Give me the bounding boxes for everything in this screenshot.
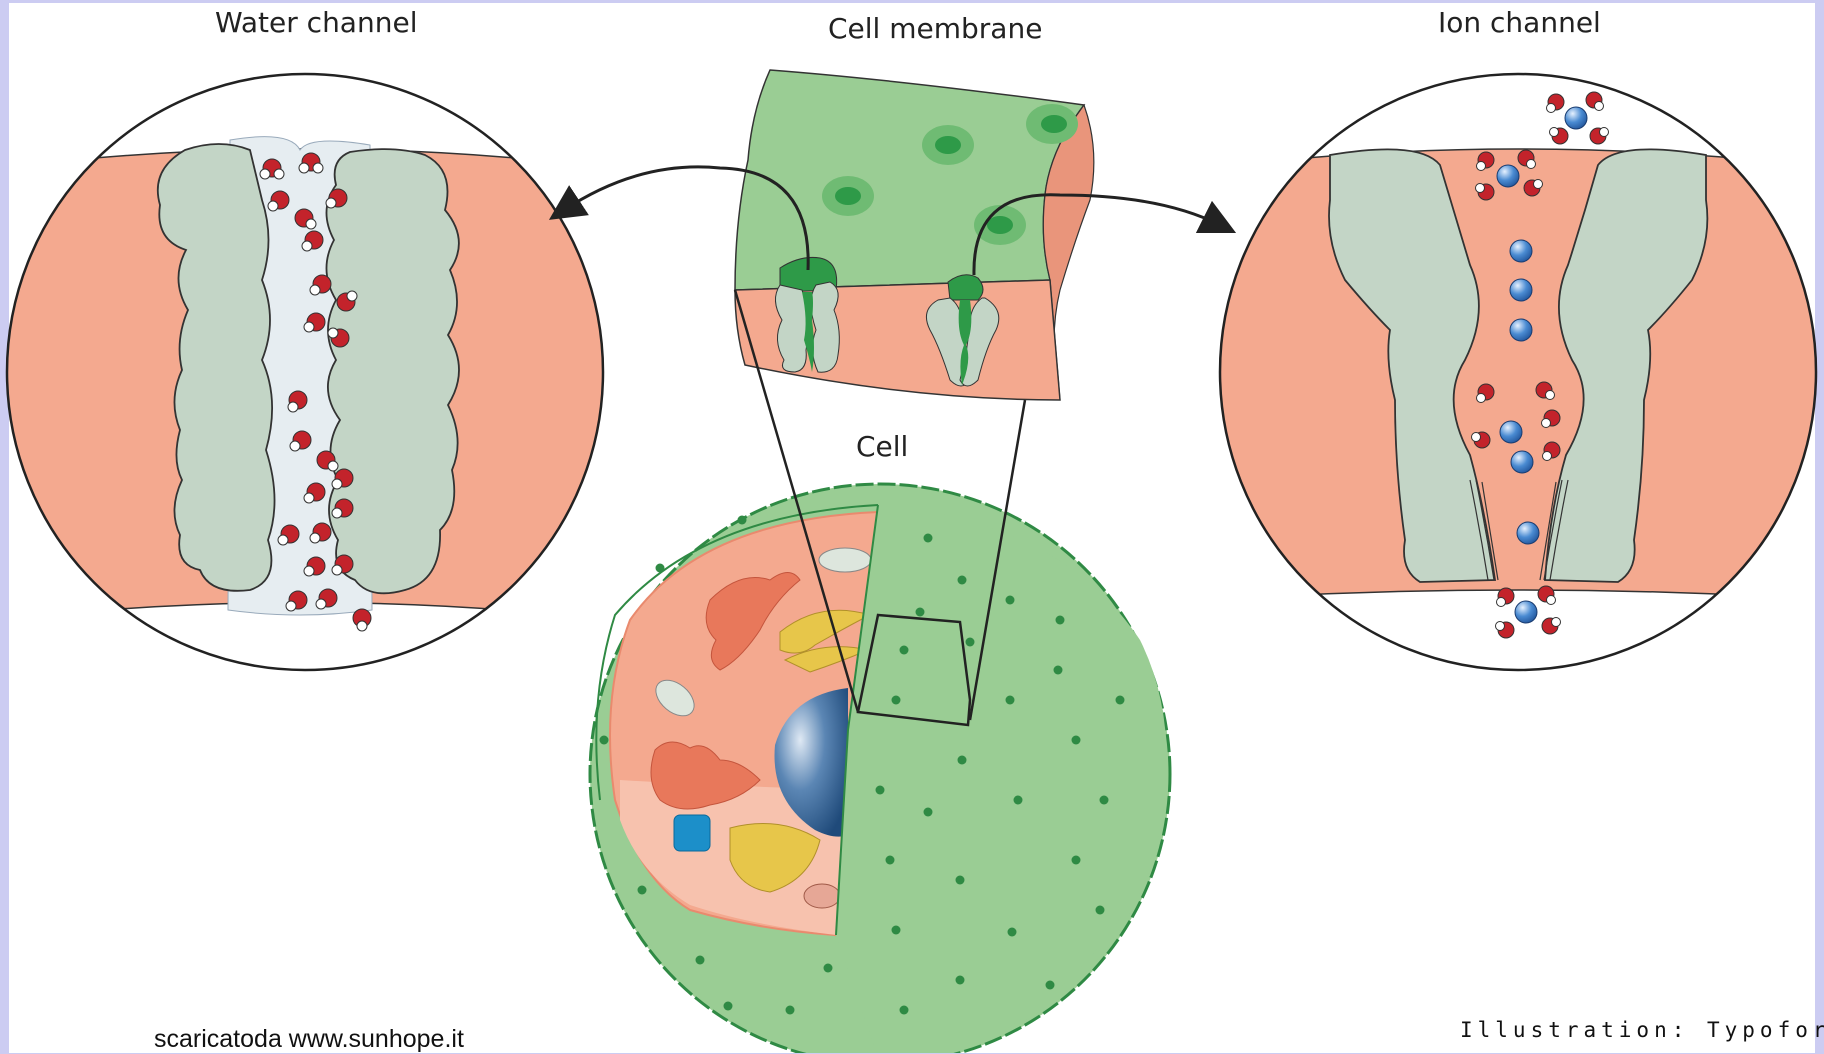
ion-channel-title: Ion channel [1438,6,1601,39]
water-channel-protein-right [326,149,459,593]
cell-sphere [590,484,1170,1053]
water-channel-detail [0,74,610,670]
cell-title: Cell [856,430,908,463]
cell-membrane-title: Cell membrane [828,12,1042,45]
illustration-credit: Illustration: Typoform [1460,1018,1824,1042]
source-credit: scaricatoda www.sunhope.it [154,1025,464,1054]
cell-membrane-block [735,70,1094,400]
water-channel-title: Water channel [215,6,417,39]
